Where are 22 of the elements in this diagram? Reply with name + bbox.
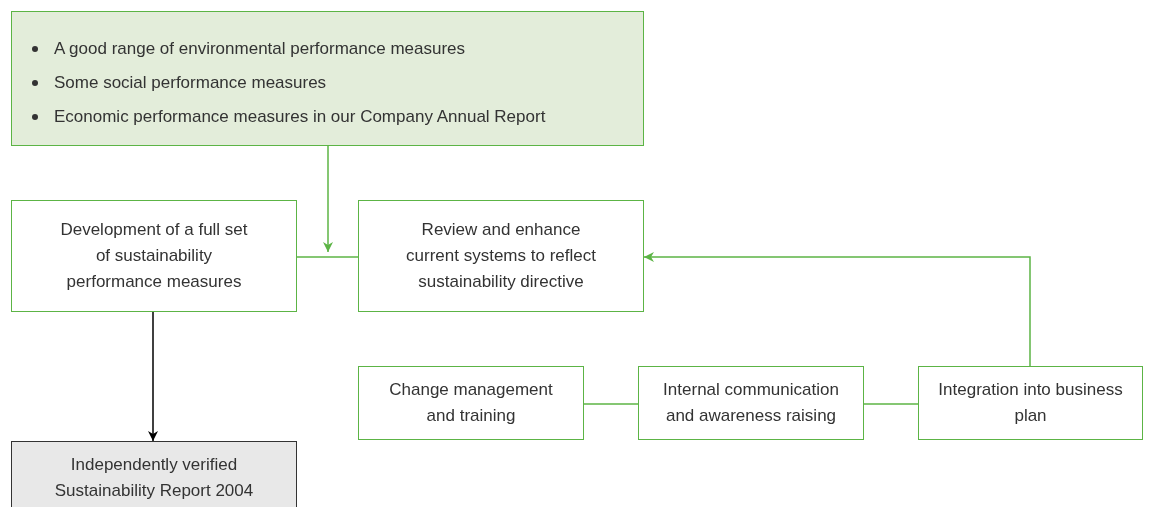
bullet-text: Some social performance measures [54,72,327,94]
connector-line [296,256,359,258]
box-text: Review and enhance current systems to reflect sustainability directive [405,219,597,293]
process-box [638,366,864,440]
arrow [148,311,158,442]
process-box [358,200,644,312]
arrow [323,145,333,253]
connector-line [863,403,919,405]
connector-line [583,403,639,405]
box-text: Internal communication and awareness raising [662,379,840,427]
process-box [918,366,1143,440]
bullet-text: Economic performance measures in our Company Annual Report [54,106,546,128]
arrow [643,252,1031,367]
box-text: Integration into business plan [937,379,1124,427]
box-text: Development of a full set of sustainability performance measures [59,219,249,293]
result-box [11,441,297,507]
info-box [11,11,644,146]
bullet-text: A good range of environmental performance measures [54,38,466,60]
process-box [11,200,297,312]
process-box [358,366,584,440]
box-text: Change management and training [388,379,554,427]
box-text: Independently verified Sustainability Report 2004 [53,454,255,502]
